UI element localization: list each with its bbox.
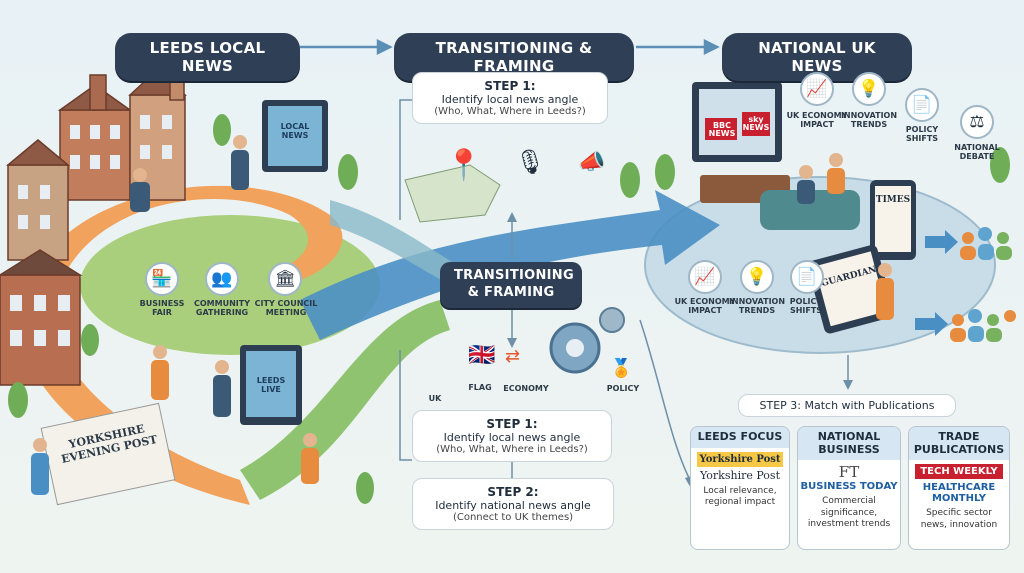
step1-bottom-line1: Identify local news angle <box>443 431 581 444</box>
people <box>31 135 894 495</box>
pub-leeds-focus-header: LEEDS FOCUS <box>691 427 789 448</box>
policy-badge-icon: 🏅 <box>610 358 633 379</box>
economy-chart-icon-2: 📈 <box>688 260 722 294</box>
exchange-arrows-icon: ⇄ <box>505 346 521 367</box>
step1-top-card: STEP 1: Identify local news angle (Who, … <box>412 72 608 124</box>
tv-sky-news: sky NEWS <box>742 115 770 132</box>
center-transitioning-label: TRANSITIONING & FRAMING <box>440 262 582 308</box>
pub-leeds-focus: LEEDS FOCUS Yorkshire Post Yorkshire Pos… <box>690 426 790 550</box>
step1-top-title: STEP 1: <box>484 79 536 93</box>
step2-line2: (Connect to UK themes) <box>452 512 574 523</box>
megaphone-icon: 📣 <box>578 150 606 175</box>
uk-flag-icon: 🇬🇧 <box>468 343 496 368</box>
pub-trade-header: TRADE PUBLICATIONS <box>909 427 1009 461</box>
times-masthead: TIMES <box>875 195 911 205</box>
healthcare-monthly-logo: HEALTHCARE MONTHLY <box>922 482 996 505</box>
pub-leeds-focus-desc: Local relevance, regional impact <box>703 485 777 507</box>
tv-bbc-news: BBC NEWS <box>708 121 736 138</box>
event-city-council-meeting: CITY COUNCIL MEETING <box>254 299 318 317</box>
step1-top-line1: Identify local news angle <box>441 93 579 106</box>
pub-national-business-header: NATIONAL BUSINESS <box>798 427 900 461</box>
leeds-live-screen-text: LEEDS LIVE <box>256 376 286 394</box>
top-policy-shifts: POLICY SHIFTS <box>905 125 939 143</box>
theme-flag: FLAG <box>468 383 492 392</box>
theme-uk: UK <box>428 394 442 403</box>
step3-label: STEP 3: Match with Publications <box>759 399 935 412</box>
local-news-screen-text: LOCAL NEWS <box>280 122 310 140</box>
lightbulb-icon-2: 💡 <box>740 260 774 294</box>
pub-national-business: NATIONAL BUSINESS FT BUSINESS TODAY Comm… <box>797 426 901 550</box>
policy-doc-icon: 📄 <box>905 88 939 122</box>
event-community-gathering: COMMUNITY GATHERING <box>193 299 250 317</box>
step1-bottom-title: STEP 1: <box>486 417 538 431</box>
event-business-fair: BUSINESS FAIR <box>139 299 185 317</box>
location-pin-icon: 📍 <box>445 148 483 183</box>
trees <box>8 114 1010 504</box>
bottom-policy-shifts: POLICY SHIFTS <box>789 297 823 315</box>
step2-card: STEP 2: Identify national news angle (Co… <box>412 478 614 530</box>
business-today-logo: BUSINESS TODAY <box>800 481 898 493</box>
scales-icon: ⚖ <box>960 105 994 139</box>
yorkshire-post-logo-1: Yorkshire Post <box>697 451 783 467</box>
tech-weekly-logo: TECH WEEKLY <box>915 464 1003 480</box>
economy-chart-icon: 📈 <box>800 72 834 106</box>
yorkshire-evening-post-paper <box>40 402 176 506</box>
bottom-innovation-trends: INNOVATION TRENDS <box>728 297 786 315</box>
header-leeds-local-news: LEEDS LOCAL NEWS <box>115 33 300 81</box>
ft-logo: FT <box>838 463 860 482</box>
city-council-icon: 🏛 <box>268 262 302 296</box>
pub-national-business-desc: Commercial significance, investment tren… <box>807 496 891 529</box>
step2-line1: Identify national news angle <box>435 499 591 512</box>
audience-groups <box>950 227 1016 342</box>
yorkshire-post-logo-2: Yorkshire Post <box>699 468 780 482</box>
top-national-debate: NATIONAL DEBATE <box>954 143 1000 161</box>
policy-doc-icon-2: 📄 <box>790 260 824 294</box>
teal-flow <box>330 200 470 290</box>
green-flow <box>240 300 450 500</box>
pub-trade-publications: TRADE PUBLICATIONS TECH WEEKLY HEALTHCAR… <box>908 426 1010 550</box>
step1-bottom-card: STEP 1: Identify local news angle (Who, … <box>412 410 612 462</box>
step2-title: STEP 2: <box>487 485 539 499</box>
pub-trade-desc: Specific sector news, innovation <box>920 508 998 530</box>
theme-policy: POLICY <box>606 384 640 393</box>
step1-top-line2: (Who, What, Where in Leeds?) <box>434 106 586 117</box>
business-fair-icon: 🏪 <box>145 262 179 296</box>
step3-card: STEP 3: Match with Publications <box>738 394 956 417</box>
sofa <box>760 190 860 230</box>
lightbulb-icon: 💡 <box>852 72 886 106</box>
bottom-uk-economy-impact: UK ECONOMY IMPACT <box>674 297 736 315</box>
top-innovation-trends: INNOVATION TRENDS <box>840 111 898 129</box>
step1-bottom-line2: (Who, What, Where in Leeds?) <box>436 444 588 455</box>
small-gear-icon <box>599 307 625 333</box>
map-icon <box>404 164 501 223</box>
theme-economy: ECONOMY <box>503 384 549 393</box>
microphone-icon: 🎙 <box>515 148 546 176</box>
community-gathering-icon: 👥 <box>205 262 239 296</box>
top-uk-economy-impact: UK ECONOMY IMPACT <box>786 111 848 129</box>
